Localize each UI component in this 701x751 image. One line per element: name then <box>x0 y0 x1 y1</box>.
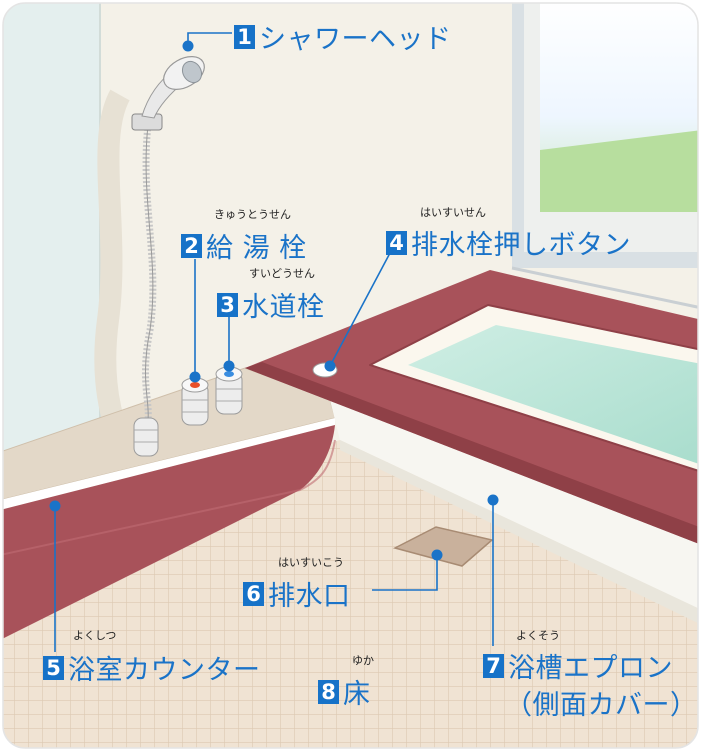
label-number-2: 2 <box>181 233 202 258</box>
label-text-side-cover: （側面カバー） <box>505 690 698 721</box>
label-text-bathtub-apron: 浴槽エプロン <box>508 653 673 684</box>
window <box>511 3 698 310</box>
label-number-7: 7 <box>483 653 504 678</box>
leader-dots <box>49 40 499 561</box>
label-bathtub-apron: 7 浴槽エプロン <box>483 646 673 685</box>
left-glass-wall <box>3 3 100 455</box>
label-text-shower-head: シャワーヘッド <box>259 24 452 55</box>
hot-water-tap <box>181 377 209 426</box>
label-bathroom-counter: 5 浴室カウンター <box>43 648 261 687</box>
label-text-drain-plug-button: 排水栓押しボタン <box>411 230 631 261</box>
ruby-bathtub-apron: よくそう <box>516 629 560 642</box>
label-text-floor-drain: 排水口 <box>268 581 351 612</box>
shower-head <box>131 56 205 131</box>
label-hot-water-tap: 2 給 湯 栓 <box>181 226 307 265</box>
label-shower-head: 1 シャワーヘッド <box>234 17 452 56</box>
label-drain-plug-button: 4 排水栓押しボタン <box>386 223 631 262</box>
tub-apron <box>245 368 698 610</box>
label-text-floor: 床 <box>343 679 371 710</box>
label-number-8: 8 <box>318 679 339 704</box>
ruby-hot-water-tap: きゅうとうせん <box>214 208 291 221</box>
label-number-1: 1 <box>234 24 255 49</box>
label-floor: 8 床 <box>318 672 371 711</box>
ruby-bathroom-counter: よくしつ <box>73 629 117 642</box>
label-water-tap: 3 水道栓 <box>217 285 325 324</box>
shower-valve <box>133 417 159 457</box>
cold-water-tap <box>215 366 243 415</box>
drain <box>392 526 494 567</box>
leader-lines <box>54 32 494 652</box>
bathtub <box>245 270 698 625</box>
label-text-hot-water-tap: 給 湯 栓 <box>206 233 307 264</box>
label-number-5: 5 <box>43 655 64 680</box>
ruby-water-tap: すいどうせん <box>249 267 315 280</box>
label-number-6: 6 <box>243 581 264 606</box>
ruby-drain-plug-button: はいすいせん <box>420 206 486 219</box>
label-text-water-tap: 水道栓 <box>242 292 325 323</box>
ruby-floor-drain: はいすいこう <box>278 556 344 569</box>
counter <box>3 367 336 640</box>
label-text-bathroom-counter: 浴室カウンター <box>68 655 261 686</box>
label-number-3: 3 <box>217 292 238 317</box>
label-number-4: 4 <box>386 230 407 255</box>
tub-water <box>408 325 698 465</box>
label-bathtub-apron-line2: （側面カバー） <box>505 683 698 722</box>
ruby-floor: ゆか <box>352 654 374 667</box>
label-floor-drain: 6 排水口 <box>243 574 351 613</box>
